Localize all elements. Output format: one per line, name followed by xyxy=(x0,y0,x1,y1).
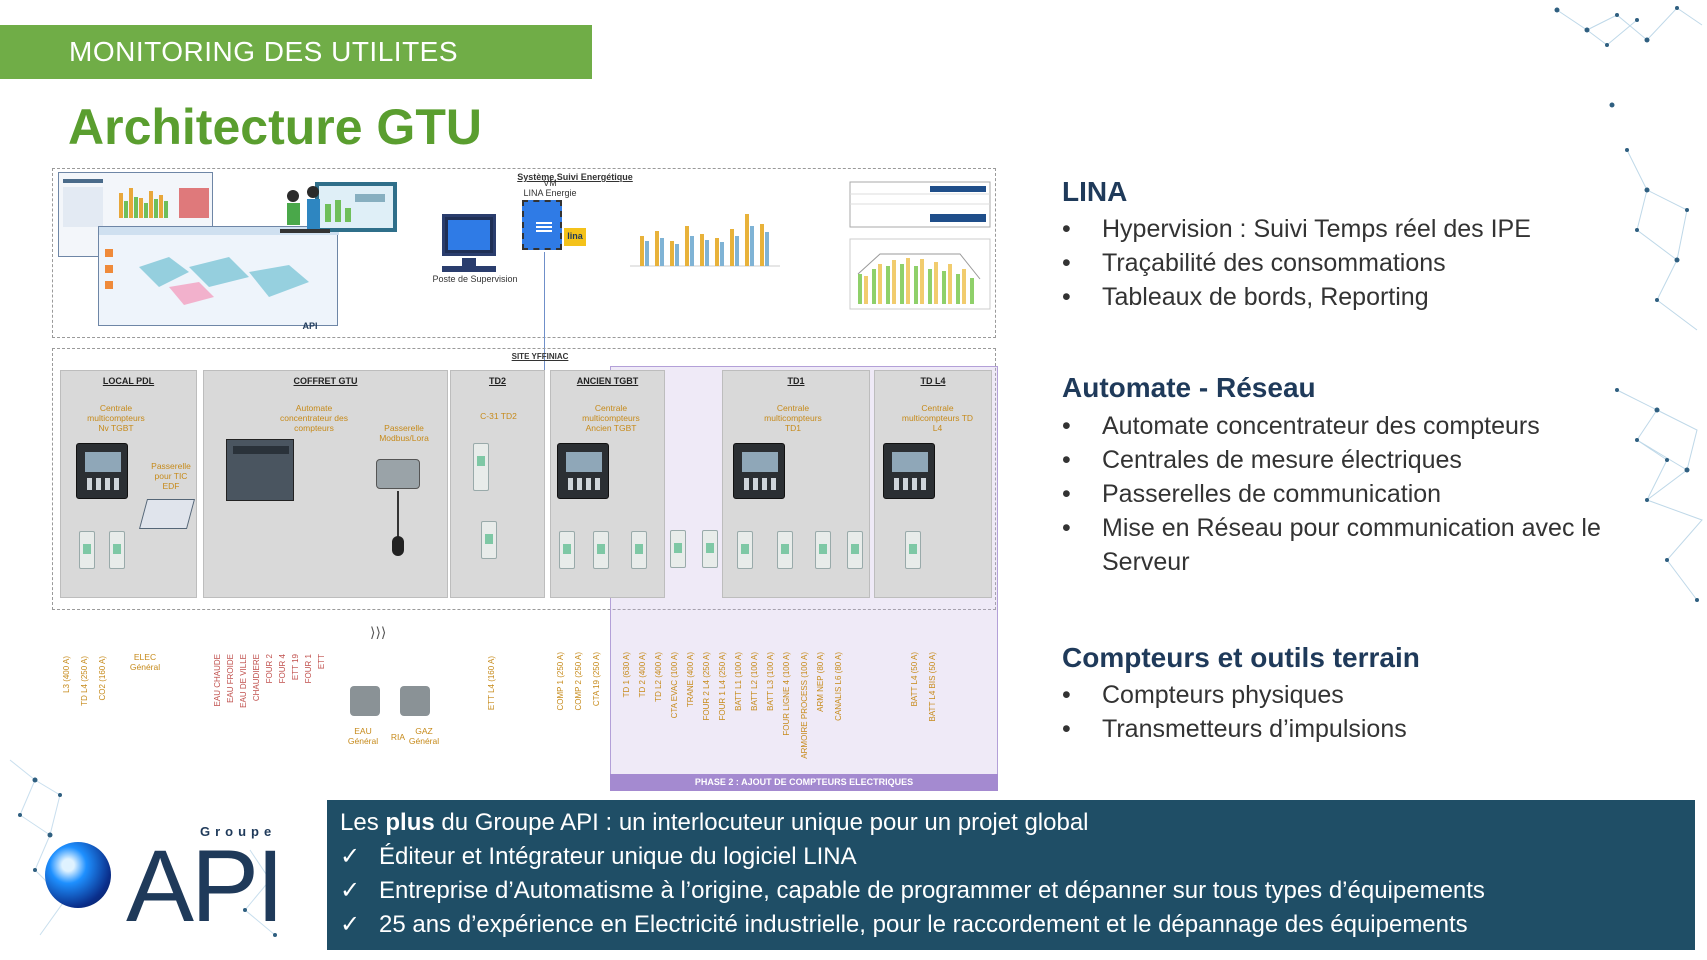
logo-api-text: API xyxy=(126,829,284,943)
feed-label: TD 2 (400 A) xyxy=(638,652,647,698)
list-item: Mise en Réseau pour communication avec l… xyxy=(1062,511,1622,579)
feed-label: L3 (400 A) xyxy=(62,656,71,693)
pc-stand xyxy=(462,258,476,266)
list-item: Tableaux de bords, Reporting xyxy=(1062,280,1531,314)
feed-label: BATT L4 (50 A) xyxy=(910,652,919,707)
supervision-pc xyxy=(442,214,496,256)
panel-ancien-tgbt: ANCIEN TGBT Centrale multicompteurs Anci… xyxy=(550,370,665,598)
advantage-item: ✓Entreprise d’Automatisme à l’origine, c… xyxy=(340,874,1695,908)
feed-label: FOUR 1 xyxy=(304,654,313,684)
feed-label: TD L2 (400 A) xyxy=(654,652,663,702)
feed-label: ARMOIRE PROCESS (100 A) xyxy=(800,652,809,759)
phase2-breaker xyxy=(670,530,686,568)
compteurs-list: Compteurs physiques Transmetteurs d’impu… xyxy=(1062,678,1407,746)
supervision-label: Poste de Supervision xyxy=(432,274,518,284)
panel-td-l4: TD L4 Centrale multicompteurs TD L4 xyxy=(874,370,992,598)
logo-groupe-text: Groupe xyxy=(200,824,277,839)
groupe-api-logo: Groupe API xyxy=(42,820,287,943)
feed-label: FOUR 4 xyxy=(278,654,287,684)
elec-general-label: ELEC Général xyxy=(129,652,161,673)
feed-label: COMP 2 (250 A) xyxy=(574,652,583,711)
system-title: Système Suivi Energétique xyxy=(517,172,633,182)
feed-label: EAU CHAUDE xyxy=(213,654,222,707)
panel-coffret-gtu: COFFRET GTU Automate concentrateur des c… xyxy=(203,370,448,598)
server-vm xyxy=(522,200,562,250)
phase2-label: PHASE 2 : AJOUT DE COMPTEURS ELECTRIQUES xyxy=(610,774,998,791)
check-icon: ✓ xyxy=(340,911,361,938)
check-icon: ✓ xyxy=(340,843,361,870)
panel-td2: TD2 C-31 TD2 xyxy=(450,370,545,598)
eau-transmitter xyxy=(350,686,380,716)
feed-label: CO2 (160 A) xyxy=(98,656,107,701)
feed-label: BATT L3 (100 A) xyxy=(766,652,775,711)
list-item: Transmetteurs d’impulsions xyxy=(1062,712,1407,746)
list-item: Traçabilité des consommations xyxy=(1062,246,1531,280)
gaz-transmitter xyxy=(400,686,430,716)
section-title-lina: LINA xyxy=(1062,176,1128,207)
feed-label: FOUR LIGNE 4 (100 A) xyxy=(782,652,791,736)
feed-label: ETT L4 (160 A) xyxy=(487,656,496,711)
site-label: SITE YFFINIAC xyxy=(511,352,569,361)
feed-label: EAU FROIDE xyxy=(226,654,235,703)
tic-gateway xyxy=(138,499,196,529)
panel-local-pdl: LOCAL PDL Centrale multicompteurs Nv TGB… xyxy=(60,370,197,598)
section-title-automate: Automate - Réseau xyxy=(1062,372,1316,403)
site-zone xyxy=(52,348,996,610)
advantage-item: ✓25 ans d’expérience en Electricité indu… xyxy=(340,908,1695,942)
lina-energie-label: LINA Energie xyxy=(523,188,577,198)
feed-label: COMP 1 (250 A) xyxy=(556,652,565,711)
phase2-breaker xyxy=(702,530,718,568)
feed-label: FOUR 1 L4 (250 A) xyxy=(718,652,727,721)
list-item: Centrales de mesure électriques xyxy=(1062,443,1622,477)
check-icon: ✓ xyxy=(340,877,361,904)
operators-illustration xyxy=(280,182,397,233)
lina-badge: lina xyxy=(564,228,586,246)
advantages-box: Les plus du Groupe API : un interlocuteu… xyxy=(327,800,1695,950)
vm-label: VM xyxy=(543,178,557,188)
feed-label: ETT 19 xyxy=(291,654,300,681)
bar-chart-screenshot xyxy=(630,214,780,267)
gaz-general-label: GAZ Général xyxy=(408,726,440,747)
network-decoration xyxy=(1554,6,1703,602)
feed-label: TRANE (400 A) xyxy=(686,652,695,708)
ria-label: RIA xyxy=(390,732,406,742)
list-item: Automate concentrateur des compteurs xyxy=(1062,409,1622,443)
eau-general-label: EAU Général xyxy=(347,726,379,747)
lina-list: Hypervision : Suivi Temps réel des IPE T… xyxy=(1062,212,1531,314)
feed-label: BATT L2 (100 A) xyxy=(750,652,759,711)
api-small-logo: API xyxy=(302,321,318,331)
feed-label: BATT L1 (100 A) xyxy=(734,652,743,711)
report-screenshot xyxy=(849,181,991,310)
feed-label: FOUR 2 xyxy=(265,654,274,684)
section-banner: MONITORING DES UTILITES xyxy=(0,25,592,79)
feed-label: CHAUDIERE xyxy=(252,654,261,702)
feed-label: ARM NEP (80 A) xyxy=(816,652,825,712)
feed-label: CTA EVAC (100 A) xyxy=(670,652,679,719)
architecture-diagram: Système Suivi Energétique API P xyxy=(50,166,1000,791)
advantages-heading: Les plus du Groupe API : un interlocuteu… xyxy=(340,809,1089,836)
wireless-signal-icon: ⟩⟩⟩ xyxy=(370,624,387,640)
panel-td1: TD1 Centrale multicompteurs TD1 xyxy=(722,370,870,598)
feed-label: TD L4 (250 A) xyxy=(80,656,89,706)
lora-gateway xyxy=(376,459,420,489)
plc-automate xyxy=(226,439,294,501)
logo-globe-icon xyxy=(45,842,111,908)
map-screenshot xyxy=(98,226,339,326)
feed-label: EAU DE VILLE xyxy=(239,654,248,708)
list-item: Passerelles de communication xyxy=(1062,477,1622,511)
feed-label: CTA 19 (250 A) xyxy=(592,652,601,707)
feed-label: ETT xyxy=(317,654,326,670)
pc-keyboard xyxy=(442,266,496,272)
automate-list: Automate concentrateur des compteurs Cen… xyxy=(1062,409,1622,579)
section-title-compteurs: Compteurs et outils terrain xyxy=(1062,642,1420,673)
supervision-zone xyxy=(52,168,996,338)
advantage-item: ✓Éditeur et Intégrateur unique du logici… xyxy=(340,840,1695,874)
feed-label: FOUR 2 L4 (250 A) xyxy=(702,652,711,721)
page-title: Architecture GTU xyxy=(68,99,482,155)
list-item: Hypervision : Suivi Temps réel des IPE xyxy=(1062,212,1531,246)
list-item: Compteurs physiques xyxy=(1062,678,1407,712)
feed-label: BATT L4 BIS (50 A) xyxy=(928,652,937,722)
feed-label: CANALIS L6 (80 A) xyxy=(834,652,843,721)
feed-label: TD 1 (630 A) xyxy=(622,652,631,698)
